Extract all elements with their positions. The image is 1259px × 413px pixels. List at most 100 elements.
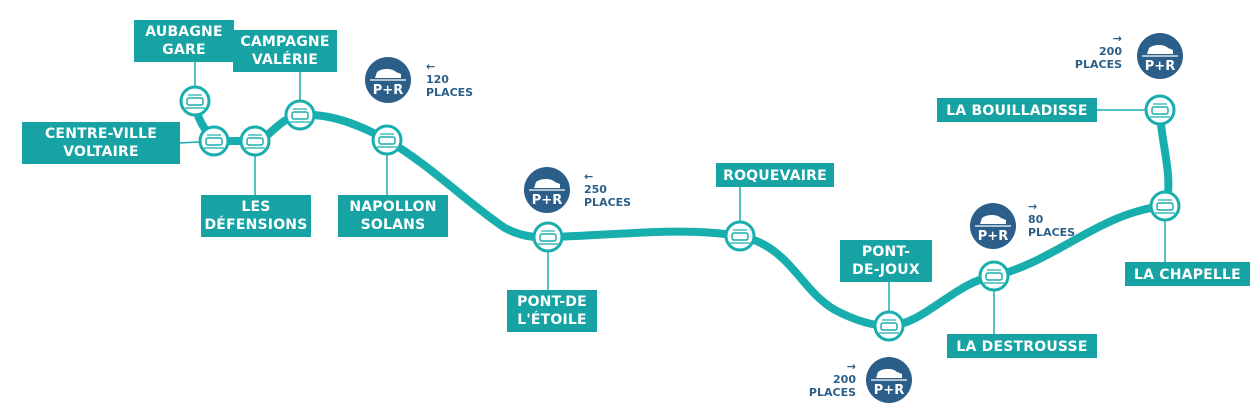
- tram-icon: [879, 319, 899, 334]
- park-ride-pont-de-l-etoile[interactable]: P+R: [524, 167, 570, 213]
- park-ride-arrow: →: [847, 360, 856, 373]
- station-name-line: VOLTAIRE: [63, 144, 139, 160]
- park-ride-unit: PLACES: [584, 196, 631, 209]
- station-label-roquevaire[interactable]: ROQUEVAIRE: [716, 163, 834, 187]
- park-ride-symbol: P+R: [532, 193, 562, 208]
- station-circle: [239, 125, 271, 157]
- station-name-line: AUBAGNE: [145, 24, 222, 40]
- station-label-box: [22, 122, 180, 164]
- station-label-box: [338, 195, 448, 237]
- tram-icon: [984, 269, 1004, 284]
- station-marker-pont-de-l-etoile[interactable]: [532, 221, 564, 253]
- station-marker-centre-ville-voltaire[interactable]: [198, 125, 230, 157]
- car-icon: [370, 69, 406, 81]
- car-icon: [529, 179, 565, 191]
- station-circle: [1144, 94, 1176, 126]
- station-marker-pont-de-joux[interactable]: [873, 310, 905, 342]
- park-ride-unit: PLACES: [809, 386, 856, 399]
- station-label-box: [201, 195, 311, 237]
- tram-icon: [538, 230, 558, 245]
- park-ride-layer: P+R←120PLACESP+R←250PLACESP+R→200PLACESP…: [365, 32, 1183, 403]
- station-circle: [1149, 190, 1181, 222]
- park-ride-la-bouilladisse[interactable]: P+R: [1137, 33, 1183, 79]
- station-circle: [532, 221, 564, 253]
- station-name-line: CAMPAGNE: [240, 34, 329, 50]
- station-name-line: PONT-DE: [517, 294, 587, 310]
- station-circle: [198, 125, 230, 157]
- park-ride-napollon[interactable]: P+R: [365, 57, 411, 103]
- station-name-line: GARE: [162, 42, 205, 58]
- station-marker-roquevaire[interactable]: [724, 220, 756, 252]
- park-ride-arrow: ←: [426, 60, 435, 73]
- park-ride-unit: PLACES: [1075, 58, 1122, 71]
- station-label-box: [1125, 262, 1250, 286]
- tram-icon: [1150, 103, 1170, 118]
- park-ride-unit: PLACES: [426, 86, 473, 99]
- station-label-la-destrousse[interactable]: LA DESTROUSSE: [947, 334, 1097, 358]
- park-ride-count: 200: [1099, 45, 1122, 58]
- station-name-line: DE-JOUX: [852, 262, 920, 278]
- park-ride-count: 120: [426, 73, 449, 86]
- station-label-box: [507, 290, 597, 332]
- station-name-line: LA BOUILLADISSE: [946, 103, 1087, 119]
- station-name-line: PONT-: [862, 244, 910, 260]
- label-layer: AUBAGNE GARE CENTRE-VILLE VOLTAIRE LESDÉFENS…: [22, 20, 1250, 358]
- station-name-line: L'ÉTOILE: [517, 311, 587, 328]
- park-ride-symbol: P+R: [874, 383, 904, 398]
- park-ride-arrow: →: [1028, 200, 1037, 213]
- park-ride-count: 200: [833, 373, 856, 386]
- station-marker-napollon-solans[interactable]: [371, 124, 403, 156]
- station-name-line: VALÉRIE: [252, 51, 318, 68]
- car-icon: [1142, 45, 1178, 57]
- station-marker-aubagne-gare[interactable]: [179, 85, 211, 117]
- station-label-box: [947, 334, 1097, 358]
- station-label-pont-de-joux[interactable]: PONT- DE-JOUX: [840, 240, 932, 282]
- station-name-line: LA DESTROUSSE: [956, 339, 1087, 355]
- station-name-line: CENTRE-VILLE: [45, 126, 157, 142]
- tram-icon: [245, 134, 265, 149]
- tram-icon: [730, 229, 750, 244]
- station-label-box: [716, 163, 834, 187]
- park-ride-arrow: →: [1113, 32, 1122, 45]
- tram-icon: [1155, 199, 1175, 214]
- station-circle: [978, 260, 1010, 292]
- park-ride-count: 250: [584, 183, 607, 196]
- station-circle: [371, 124, 403, 156]
- station-layer: [179, 85, 1181, 342]
- station-label-centre-ville-voltaire[interactable]: CENTRE-VILLE VOLTAIRE: [22, 122, 180, 164]
- station-name-line: DÉFENSIONS: [204, 216, 307, 233]
- station-label-la-bouilladisse[interactable]: LA BOUILLADISSE: [937, 98, 1097, 122]
- park-ride-symbol: P+R: [1145, 59, 1175, 74]
- station-circle: [724, 220, 756, 252]
- park-ride-arrow: ←: [584, 170, 593, 183]
- station-label-la-chapelle[interactable]: LA CHAPELLE: [1125, 262, 1250, 286]
- station-name-line: LES: [241, 199, 270, 215]
- park-ride-la-destrousse[interactable]: P+R: [970, 203, 1016, 249]
- car-icon: [871, 369, 907, 381]
- station-label-aubagne-gare[interactable]: AUBAGNE GARE: [134, 20, 234, 62]
- station-name-line: ROQUEVAIRE: [723, 168, 827, 184]
- station-label-box: [937, 98, 1097, 122]
- park-ride-symbol: P+R: [373, 83, 403, 98]
- station-name-line: NAPOLLON: [349, 199, 436, 215]
- tram-icon: [377, 133, 397, 148]
- park-ride-unit: PLACES: [1028, 226, 1075, 239]
- station-circle: [179, 85, 211, 117]
- station-label-pont-de-l-etoile[interactable]: PONT-DEL'ÉTOILE: [507, 290, 597, 332]
- station-marker-la-bouilladisse[interactable]: [1144, 94, 1176, 126]
- station-marker-les-defensions[interactable]: [239, 125, 271, 157]
- station-marker-campagne-valerie[interactable]: [284, 99, 316, 131]
- station-marker-la-chapelle[interactable]: [1149, 190, 1181, 222]
- tram-icon: [185, 94, 205, 109]
- station-label-box: [134, 20, 234, 62]
- station-marker-la-destrousse[interactable]: [978, 260, 1010, 292]
- park-ride-pont-de-joux[interactable]: P+R: [866, 357, 912, 403]
